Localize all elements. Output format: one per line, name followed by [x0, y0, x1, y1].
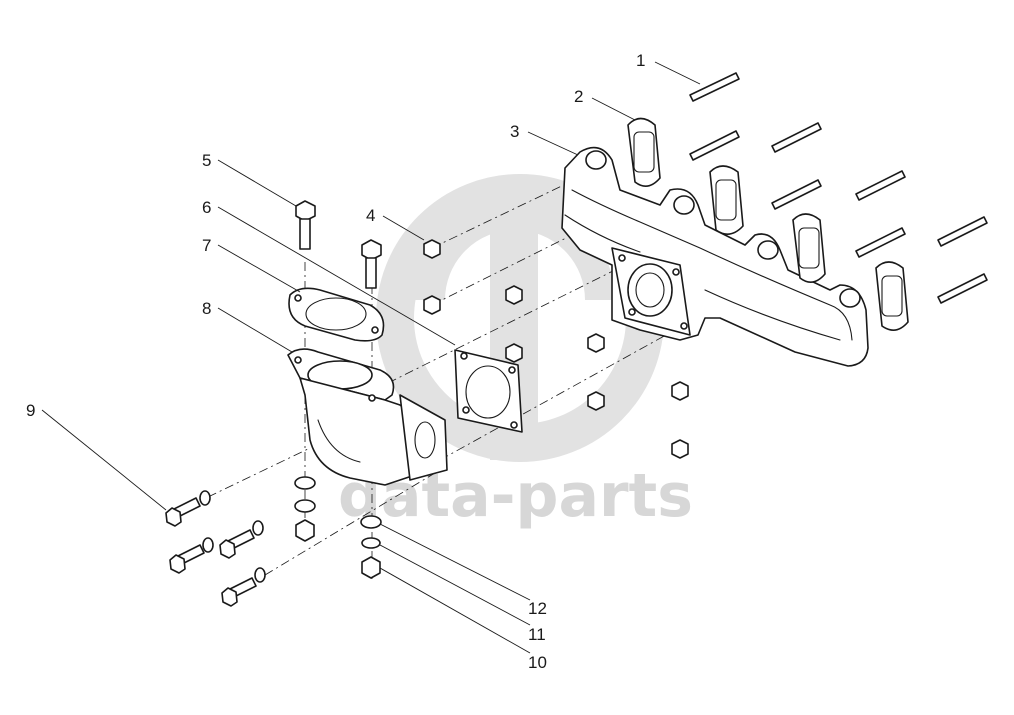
leader-lines	[41, 61, 701, 654]
elbow-outlet	[287, 348, 448, 486]
callout-8: 8	[202, 299, 211, 318]
callout-7: 7	[202, 236, 211, 255]
callout-11: 11	[528, 625, 546, 644]
manifold-studs	[689, 72, 988, 304]
exhaust-manifold	[561, 146, 869, 367]
callout-9: 9	[26, 401, 35, 420]
manifold-gaskets	[627, 117, 909, 331]
callout-4: 4	[366, 206, 375, 225]
callout-3: 3	[510, 122, 519, 141]
callout-10: 10	[528, 653, 547, 672]
callout-5: 5	[202, 151, 211, 170]
callout-numbers: 1 2 3 4 5 6 7 8 9 10 11 12	[26, 51, 645, 672]
callout-2: 2	[574, 87, 583, 106]
bottom-fasteners	[294, 476, 382, 579]
callout-6: 6	[202, 198, 211, 217]
callout-1: 1	[636, 51, 645, 70]
side-bolts	[165, 490, 266, 607]
square-flange-gasket	[454, 349, 523, 433]
callout-12: 12	[528, 599, 547, 618]
flange-nuts	[423, 239, 689, 459]
vertical-bolts	[295, 200, 382, 289]
oval-flange-gasket	[288, 287, 385, 342]
